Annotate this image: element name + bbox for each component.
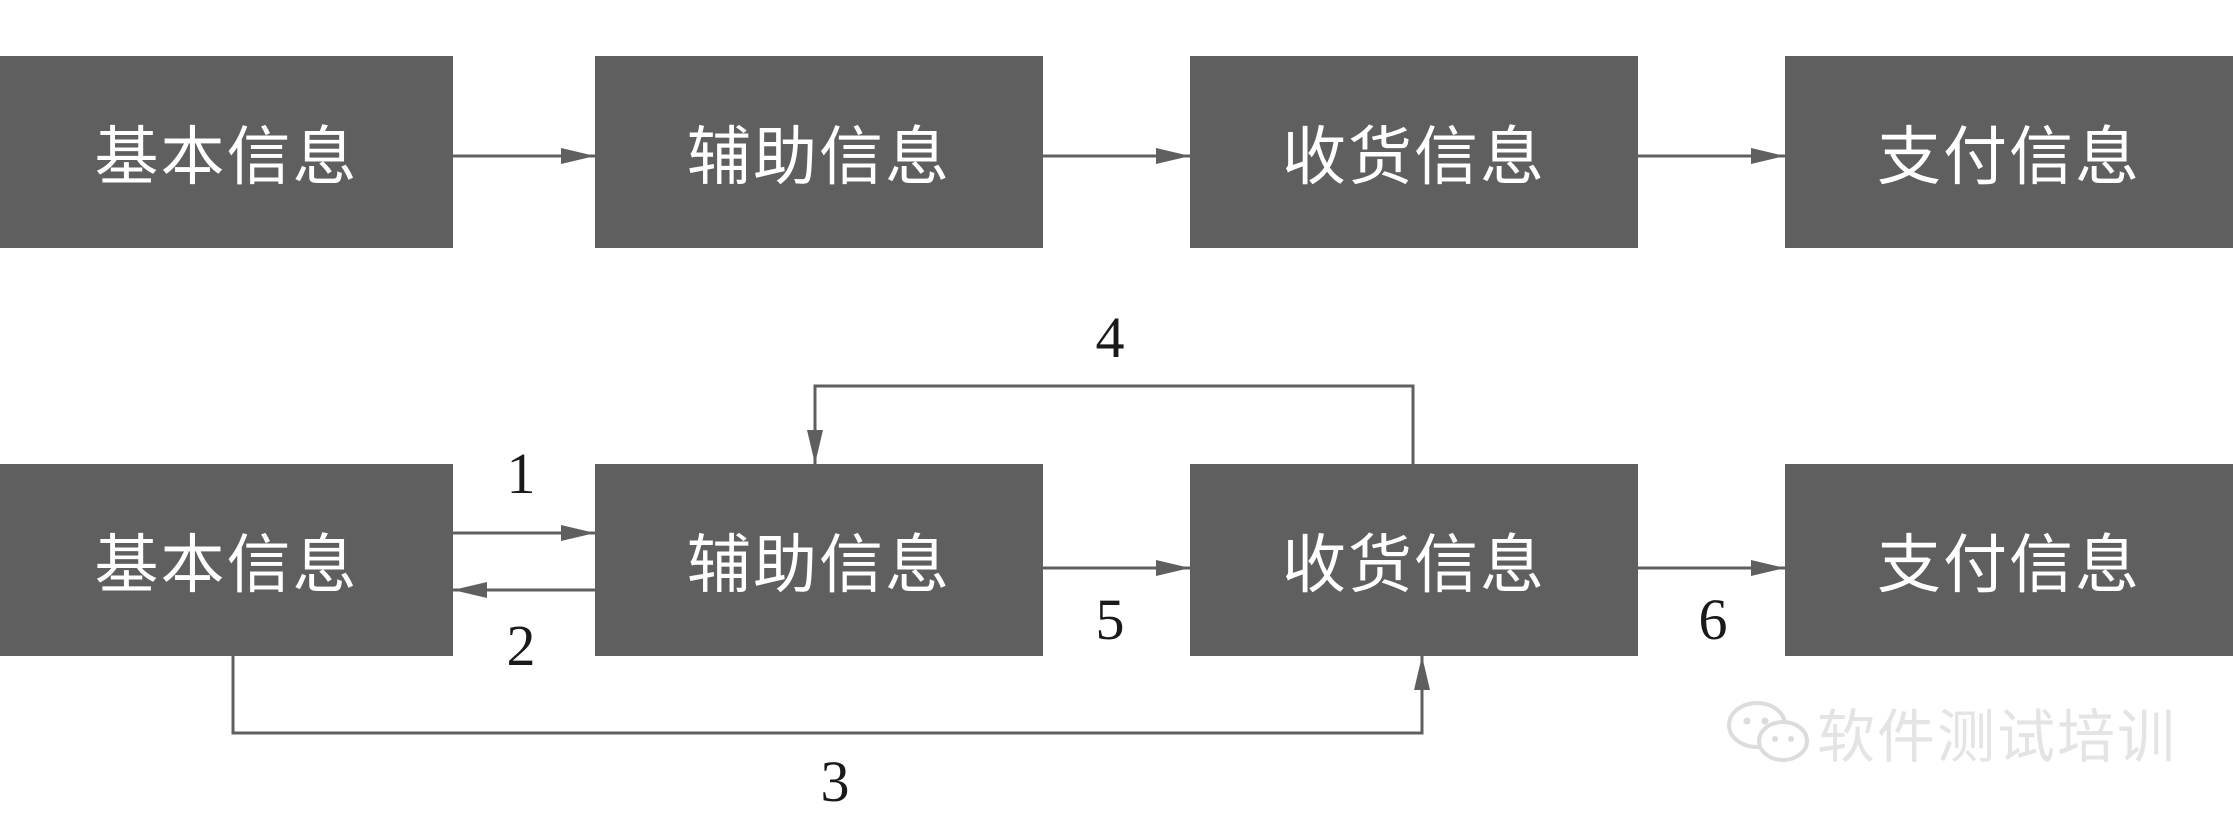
edge-label-4: 4 (1095, 305, 1125, 370)
bottom-shipping-info-box: 收货信息 (1190, 464, 1638, 656)
watermark-text: 软件测试培训 (1817, 703, 2178, 771)
bottom-basic-info-box: 基本信息 (0, 464, 453, 656)
edge-label-6: 6 (1698, 587, 1728, 652)
top-shipping-info-box: 收货信息 (1190, 56, 1638, 248)
arrow-4-shipping-to-auxiliary (807, 384, 1415, 464)
top-payment-info-box: 支付信息 (1785, 56, 2233, 248)
top-basic-info-box: 基本信息 (0, 56, 453, 248)
arrow-3-basic-to-shipping (231, 656, 1430, 735)
wechat-icon (1727, 701, 1809, 762)
bottom-auxiliary-info-box: 辅助信息 (595, 464, 1043, 656)
top-auxiliary-info-box: 辅助信息 (595, 56, 1043, 248)
edge-label-3: 3 (820, 749, 850, 814)
edge-label-1: 1 (506, 441, 536, 506)
watermark: 软件测试培训 (1725, 690, 2177, 774)
bottom-payment-info-box: 支付信息 (1785, 464, 2233, 656)
edge-label-2: 2 (506, 613, 536, 678)
edge-label-5: 5 (1095, 587, 1125, 652)
